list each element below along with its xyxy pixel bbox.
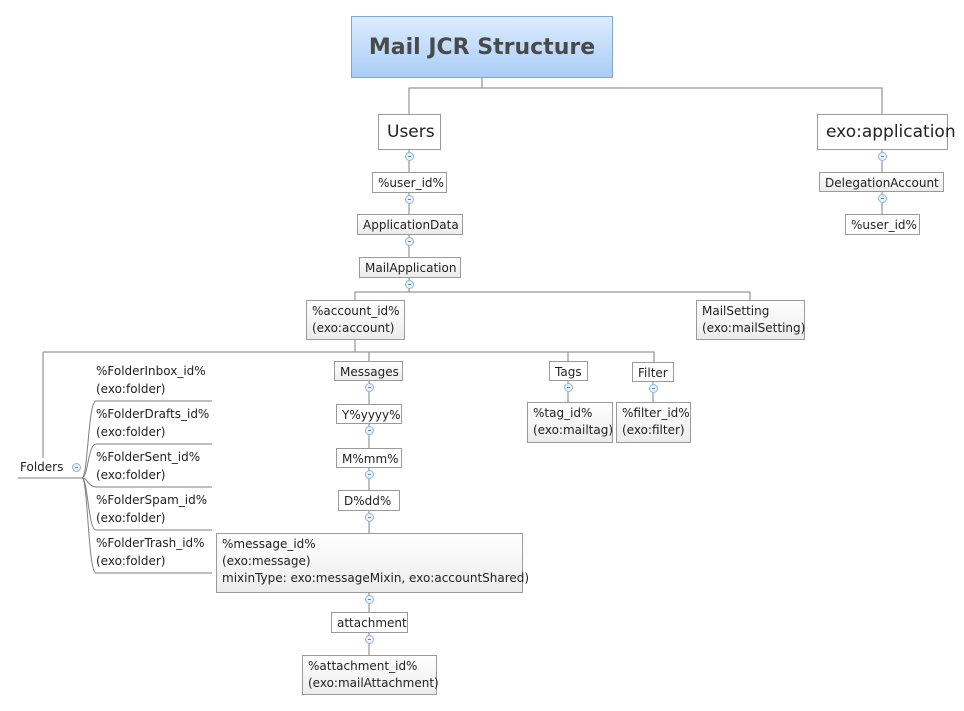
filter-id-node: %filter_id% (exo:filter) bbox=[616, 402, 691, 443]
account-id-node: %account_id% (exo:account) bbox=[306, 300, 405, 340]
mail-setting-label: MailSetting bbox=[702, 304, 770, 318]
attachment-id-type: (exo:mailAttachment) bbox=[308, 676, 439, 690]
collapse-messages-toggle[interactable] bbox=[365, 383, 374, 392]
day-node: D%dd% bbox=[338, 490, 400, 511]
attachment-node: attachment bbox=[331, 612, 408, 633]
folder-drafts-node: %FolderDrafts_id% (exo:folder) bbox=[96, 405, 209, 441]
collapse-mail-application-toggle[interactable] bbox=[405, 280, 414, 289]
filter-id-label: %filter_id% bbox=[622, 406, 690, 420]
month-node: M%mm% bbox=[336, 448, 402, 468]
folders-node: Folders bbox=[20, 460, 64, 474]
tag-id-label: %tag_id% bbox=[533, 406, 593, 420]
folder-sent-type: (exo:folder) bbox=[96, 468, 166, 482]
diagram-title: Mail JCR Structure bbox=[351, 16, 613, 78]
message-id-type: (exo:message) bbox=[222, 554, 311, 568]
folder-spam-label: %FolderSpam_id% bbox=[96, 493, 208, 507]
message-id-node: %message_id% (exo:message) mixinType: ex… bbox=[216, 533, 530, 593]
collapse-folders-toggle[interactable] bbox=[72, 463, 81, 472]
folder-trash-type: (exo:folder) bbox=[96, 554, 166, 568]
mail-setting-node: MailSetting (exo:mailSetting) bbox=[696, 300, 805, 340]
tag-id-type: (exo:mailtag) bbox=[533, 423, 614, 437]
filter-id-type: (exo:filter) bbox=[622, 423, 685, 437]
folder-inbox-label: %FolderInbox_id% bbox=[96, 364, 206, 378]
message-id-label: %message_id% bbox=[222, 537, 316, 551]
folder-inbox-node: %FolderInbox_id% (exo:folder) bbox=[96, 362, 206, 398]
exo-application-node: exo:application bbox=[817, 114, 956, 150]
folder-sent-node: %FolderSent_id% (exo:folder) bbox=[96, 448, 200, 484]
mail-application-node: MailApplication bbox=[359, 257, 461, 278]
collapse-application-data-toggle[interactable] bbox=[405, 237, 414, 246]
mail-setting-type: (exo:mailSetting) bbox=[702, 321, 806, 335]
user-id-node: %user_id% bbox=[372, 172, 447, 193]
application-data-node: ApplicationData bbox=[357, 214, 463, 235]
filter-node: Filter bbox=[632, 362, 674, 382]
collapse-users-toggle[interactable] bbox=[405, 152, 414, 161]
delegation-user-id-node: %user_id% bbox=[845, 214, 920, 235]
collapse-attachment-toggle[interactable] bbox=[365, 635, 374, 644]
delegation-account-node: DelegationAccount bbox=[819, 172, 944, 192]
message-id-mixin: mixinType: exo:messageMixin, exo:account… bbox=[222, 571, 530, 585]
collapse-day-toggle[interactable] bbox=[365, 513, 374, 522]
collapse-filter-toggle[interactable] bbox=[649, 384, 658, 393]
collapse-exo-application-toggle[interactable] bbox=[878, 152, 887, 161]
folder-trash-label: %FolderTrash_id% bbox=[96, 536, 205, 550]
tags-node: Tags bbox=[549, 361, 588, 381]
year-node: Y%yyyy% bbox=[336, 404, 402, 424]
folder-inbox-type: (exo:folder) bbox=[96, 382, 166, 396]
collapse-delegation-account-toggle[interactable] bbox=[878, 194, 887, 203]
folder-drafts-type: (exo:folder) bbox=[96, 425, 166, 439]
folder-spam-type: (exo:folder) bbox=[96, 511, 166, 525]
folder-sent-label: %FolderSent_id% bbox=[96, 450, 201, 464]
attachment-id-label: %attachment_id% bbox=[308, 659, 418, 673]
tag-id-node: %tag_id% (exo:mailtag) bbox=[527, 402, 613, 443]
account-id-type: (exo:account) bbox=[312, 321, 395, 335]
collapse-tags-toggle[interactable] bbox=[564, 383, 573, 392]
messages-node: Messages bbox=[334, 361, 403, 381]
collapse-user-id-toggle[interactable] bbox=[405, 195, 414, 204]
folder-trash-node: %FolderTrash_id% (exo:folder) bbox=[96, 534, 205, 570]
attachment-id-node: %attachment_id% (exo:mailAttachment) bbox=[302, 655, 439, 695]
folder-drafts-label: %FolderDrafts_id% bbox=[96, 407, 210, 421]
users-node: Users bbox=[378, 114, 441, 150]
collapse-month-toggle[interactable] bbox=[365, 470, 374, 479]
folder-spam-node: %FolderSpam_id% (exo:folder) bbox=[96, 491, 207, 527]
account-id-label: %account_id% bbox=[312, 304, 400, 318]
collapse-message-id-toggle[interactable] bbox=[365, 595, 374, 604]
collapse-year-toggle[interactable] bbox=[365, 426, 374, 435]
